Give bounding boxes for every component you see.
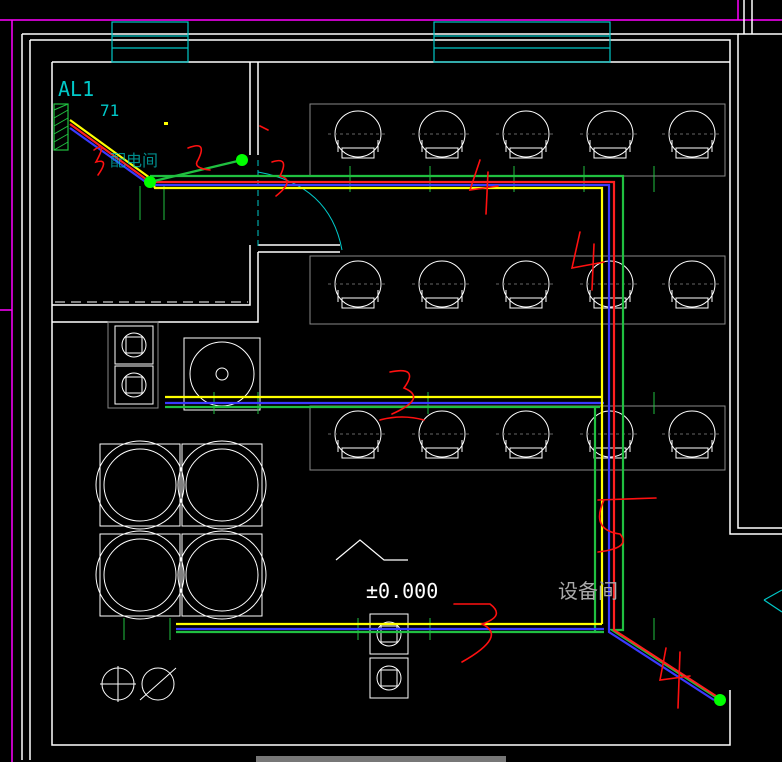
round-tank	[183, 337, 261, 411]
red-annotations	[93, 125, 691, 709]
circuit-label: 71	[100, 101, 119, 120]
small-units-left	[107, 321, 159, 409]
wire-runs	[69, 119, 721, 701]
pump-unit	[662, 410, 722, 459]
pump-unit	[412, 410, 472, 459]
panel-label: AL1	[58, 77, 94, 101]
bottom-bar	[256, 756, 506, 762]
pump-unit	[412, 260, 472, 309]
pump-unit	[496, 260, 556, 309]
pump-unit	[412, 110, 472, 159]
large-tanks	[95, 440, 267, 620]
pump-unit	[496, 110, 556, 159]
marker-dot	[164, 122, 168, 125]
bottom-center-units	[369, 613, 409, 699]
pump-unit	[662, 110, 722, 159]
elevation-triangle	[335, 539, 408, 561]
top-windows	[111, 21, 782, 613]
bottom-left-symbols	[100, 666, 177, 702]
door-swing	[257, 160, 343, 251]
small-room-walls	[52, 62, 340, 323]
pump-unit	[328, 410, 388, 459]
panel-al1-symbol	[53, 103, 69, 151]
pump-unit	[328, 260, 388, 309]
equipment-bays	[309, 103, 726, 471]
pump-unit	[580, 110, 640, 159]
pump-unit	[496, 410, 556, 459]
pump-units	[328, 110, 722, 459]
pump-unit	[328, 110, 388, 159]
equipment-room-label: 设备间	[558, 579, 618, 603]
outer-walls	[21, 0, 782, 760]
pump-unit	[662, 260, 722, 309]
junction-nodes	[144, 154, 726, 706]
elevation-label: ±0.000	[366, 579, 438, 603]
room-label: 配电间	[110, 151, 158, 170]
